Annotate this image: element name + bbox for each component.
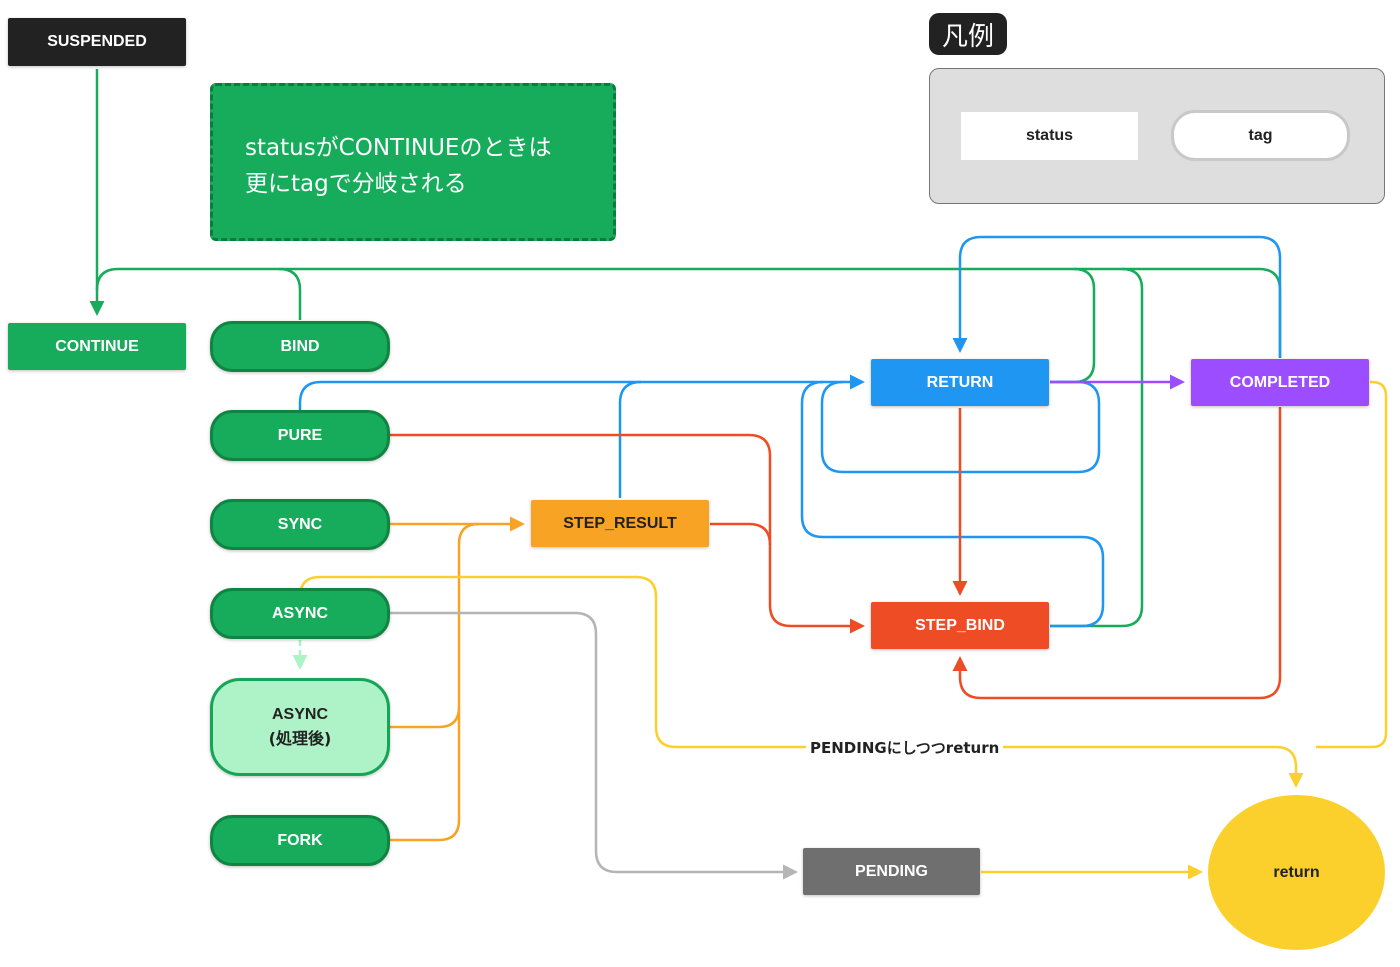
node-sync: SYNC [210, 499, 390, 550]
node-fork: FORK [210, 815, 390, 866]
edge-return-loop [820, 380, 1101, 474]
edge-label-pending-return: PENDINGにしつつreturn [806, 737, 1004, 759]
node-async: ASYNC [210, 588, 390, 639]
edge-completed-to-stepbind [952, 407, 1282, 700]
edge-stepbind-to-return [800, 380, 1105, 628]
legend-status-swatch: status [961, 112, 1138, 160]
edge-bind-to-bus [278, 267, 302, 320]
legend-tag-swatch: tag [1171, 110, 1350, 161]
note-line-1: statusがCONTINUEのときは [245, 135, 552, 161]
node-return-end: return [1208, 795, 1385, 950]
node-return: RETURN [871, 359, 1049, 406]
legend-title: 凡例 [929, 13, 1007, 55]
edge-stepresult-to-stepbind [710, 522, 772, 546]
edge-completed-to-return [952, 235, 1282, 358]
note-box: statusがCONTINUEのときは 更にtagで分岐される [210, 83, 616, 241]
edge-asyncdone-to-stepresult [390, 522, 480, 729]
node-pure: PURE [210, 410, 390, 461]
node-bind: BIND [210, 321, 390, 372]
node-step-result: STEP_RESULT [531, 500, 709, 547]
edge-stepbind-to-bus [1050, 267, 1144, 628]
edge-async-to-pending [390, 611, 798, 880]
node-suspended: SUSPENDED [8, 18, 186, 66]
node-async-done-line-1: ASYNC [271, 706, 328, 723]
edge-pure-to-stepbind [390, 433, 865, 634]
node-completed: COMPLETED [1191, 359, 1369, 406]
edge-pure-to-return [298, 374, 865, 410]
node-pending: PENDING [803, 848, 980, 895]
edge-async-to-return [298, 575, 1304, 788]
edge-stepresult-to-return [618, 380, 642, 498]
node-async-done-line-2: (処理後) [268, 729, 332, 748]
node-step-bind: STEP_BIND [871, 602, 1049, 649]
note-line-2: 更にtagで分岐される [245, 171, 467, 197]
edge-completed-to-end [1316, 380, 1388, 749]
edge-fork-to-stepresult [390, 707, 461, 842]
node-continue: CONTINUE [8, 323, 186, 370]
node-async-done: ASYNC (処理後) [210, 678, 390, 776]
edge-return-to-bus [1050, 267, 1096, 384]
